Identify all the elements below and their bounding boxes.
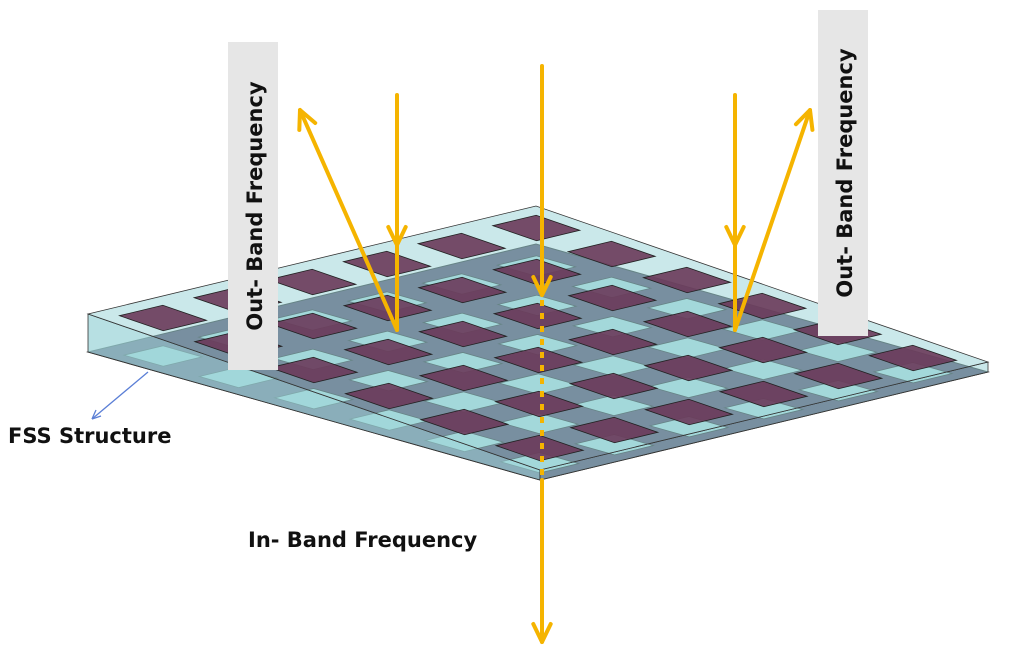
metal-patch bbox=[492, 258, 582, 286]
metal-patch bbox=[642, 266, 732, 294]
metal-patch bbox=[416, 232, 507, 260]
metal-patch bbox=[568, 328, 658, 356]
metal-patch bbox=[642, 310, 733, 338]
label-box bbox=[228, 42, 278, 370]
metal-patch bbox=[344, 382, 434, 410]
fss-structure-label: FSS Structure bbox=[8, 424, 171, 448]
metal-patch bbox=[644, 398, 734, 426]
reflected-ray-left bbox=[298, 108, 399, 332]
metal-patch bbox=[568, 372, 659, 400]
metal-patch bbox=[567, 284, 658, 312]
arrowhead-icon bbox=[724, 224, 746, 247]
metal-patch bbox=[268, 312, 358, 340]
arrowhead-icon bbox=[531, 621, 553, 644]
in-band-label: In- Band Frequency bbox=[248, 528, 477, 552]
metal-patch bbox=[494, 390, 584, 418]
out-band-label-right: Out- Band Frequency bbox=[818, 10, 868, 336]
metal-patch bbox=[718, 336, 808, 364]
arrowhead-icon bbox=[793, 108, 815, 132]
metal-patch bbox=[493, 346, 584, 374]
metal-patch bbox=[718, 380, 809, 408]
metal-patch bbox=[491, 214, 582, 242]
reflected-ray-right bbox=[733, 108, 812, 332]
metal-patch bbox=[419, 408, 510, 436]
metal-patch bbox=[118, 304, 208, 332]
wave-arrows bbox=[297, 64, 815, 644]
metal-patch bbox=[267, 268, 358, 296]
label-box bbox=[818, 10, 868, 336]
metal-patch bbox=[492, 302, 583, 330]
fss-pointer-arrow bbox=[91, 371, 149, 420]
fss-structure bbox=[86, 205, 990, 481]
arrowhead-icon bbox=[531, 274, 553, 297]
metal-patch bbox=[566, 240, 657, 268]
out-band-right-text: Out- Band Frequency bbox=[833, 48, 857, 298]
metal-patch bbox=[643, 354, 734, 382]
metal-patch bbox=[868, 344, 958, 372]
metal-patch bbox=[793, 362, 884, 390]
out-band-label-left: Out- Band Frequency bbox=[228, 42, 278, 370]
arrowhead-icon bbox=[297, 108, 318, 132]
metal-patch bbox=[569, 416, 660, 444]
arrowhead-icon bbox=[386, 224, 408, 247]
metal-patch bbox=[417, 276, 508, 304]
metal-patch bbox=[418, 320, 508, 348]
metal-patch bbox=[494, 434, 585, 462]
out-band-left-text: Out- Band Frequency bbox=[243, 81, 267, 331]
metal-patch bbox=[343, 338, 434, 366]
metal-patch bbox=[418, 364, 509, 392]
metal-patch bbox=[268, 356, 359, 384]
